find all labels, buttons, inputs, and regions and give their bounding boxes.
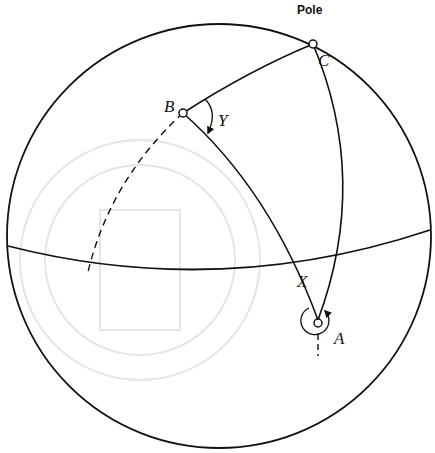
angle-label: X [297,273,307,290]
vertex-label: B [164,98,174,115]
sphere-outline [7,24,431,448]
vertex-label: A [334,330,344,347]
arc-ca [313,44,343,320]
arc-cb [183,44,313,113]
meridian-a-dashed [317,334,318,356]
arc-ba [183,113,318,320]
angle-label: Y [218,112,227,129]
watermark-seal [20,140,260,380]
vertex-a [314,319,322,327]
vertex-label: C [318,52,329,69]
pole-label: Pole [297,4,322,16]
vertex-b [179,109,187,117]
meridian-b-dashed [88,113,183,272]
angle-x-arc [301,308,329,335]
vertex-c [309,40,317,48]
angle-y-arc [205,99,212,133]
equator [8,230,430,270]
